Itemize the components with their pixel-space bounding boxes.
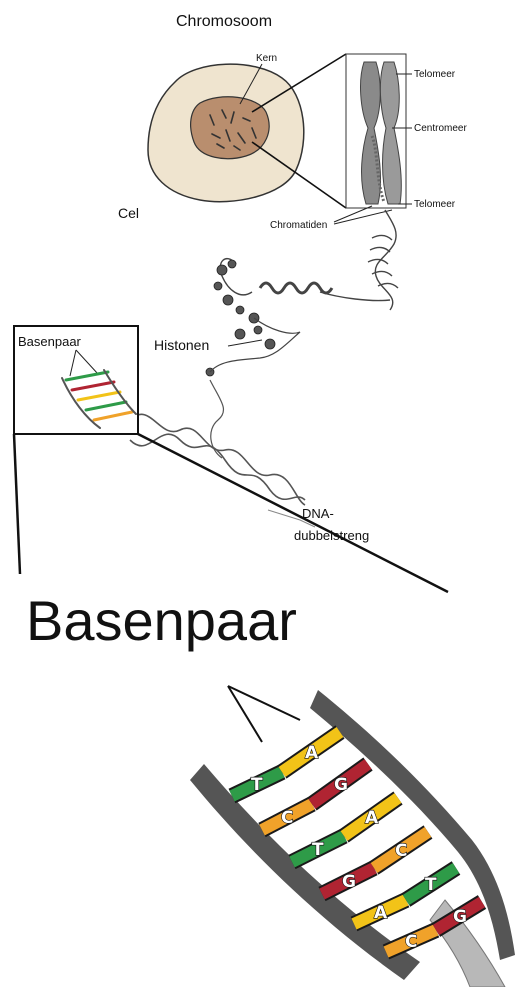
histonen-pointer — [228, 340, 262, 346]
nucleus — [191, 97, 269, 159]
base-letter-4-left: G — [342, 872, 356, 892]
zoom-line-right — [138, 434, 448, 592]
base-letter-6-right: G — [453, 907, 467, 927]
histonen-label: Histonen — [154, 337, 209, 353]
dna-label-line2: dubbelstreng — [294, 528, 369, 543]
base-letter-1-left: T — [251, 775, 263, 795]
telomeer-top-label: Telomeer — [414, 69, 456, 80]
base-letter-3-right: A — [365, 808, 379, 828]
title-label: Chromosoom — [176, 13, 272, 30]
cel-label: Cel — [118, 205, 139, 221]
base-letter-4-right: C — [395, 841, 407, 861]
base-letter-5-left: A — [374, 903, 388, 923]
basenpaar-small-label: Basenpaar — [18, 334, 82, 349]
chromatiden-label: Chromatiden — [270, 220, 327, 231]
base-letter-2-right: G — [334, 775, 348, 795]
base-letter-1-right: A — [305, 743, 319, 763]
telomeer-bottom-label: Telomeer — [414, 199, 456, 210]
chromatiden-pointer-2 — [334, 210, 392, 224]
nucleosomes — [206, 260, 275, 376]
base-letter-3-left: T — [312, 840, 324, 860]
linker-dna — [210, 318, 300, 372]
basenpaar-big-label: Basenpaar — [26, 589, 297, 652]
base-letter-6-left: C — [405, 932, 417, 952]
kern-label: Kern — [256, 53, 277, 64]
centromeer-label: Centromeer — [414, 123, 467, 134]
base-letter-5-right: T — [425, 875, 437, 895]
zoom-line-left — [14, 434, 20, 574]
base-letter-2-left: C — [281, 808, 293, 828]
